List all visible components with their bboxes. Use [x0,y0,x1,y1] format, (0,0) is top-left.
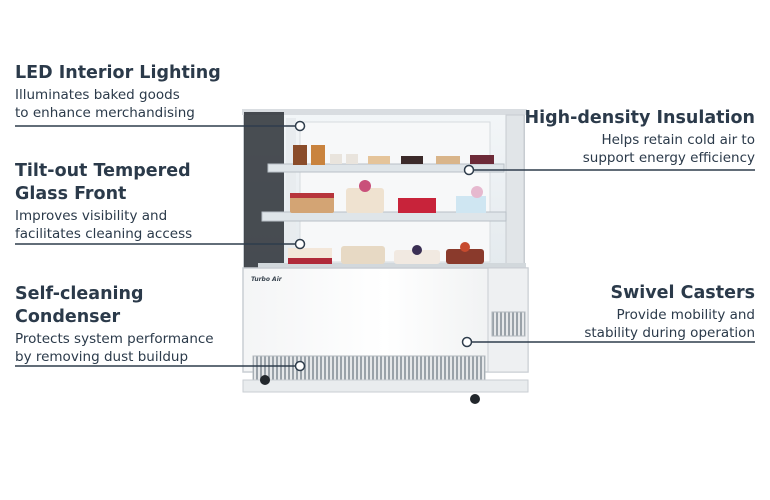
shelf-middle [261,211,507,222]
dot-glass [294,238,306,250]
callout-self-cleaning-condenser: Self-cleaning Condenser Protects system … [15,283,245,366]
callout-led-interior-lighting: LED Interior Lighting Illuminates baked … [15,62,245,122]
dot-insulation [463,164,475,176]
cakes-top-shelf [293,145,494,165]
leader-lines [15,125,755,367]
callout-description: Improves visibility and facilitates clea… [15,208,193,242]
display-case: Turbo Air [242,109,529,404]
callout-description: Protects system performance by removing … [15,331,214,365]
callout-description: Provide mobility and stability during op… [584,307,755,341]
cabinet-base [242,267,529,373]
callout-tilt-out-glass-front: Tilt-out Tempered Glass Front Improves v… [15,160,245,243]
callout-description: Illuminates baked goods to enhance merch… [15,87,195,121]
callout-description: Helps retain cold air to support energy … [582,132,755,166]
side-vent [491,311,526,337]
cakes-middle-shelf [290,180,486,213]
front-grille [252,355,486,383]
top-frame [242,109,527,115]
callout-high-density-insulation: High-density Insulation Helps retain col… [515,107,755,167]
dot-led [294,120,306,132]
bottom-trim [242,379,529,393]
cakes-bottom-shelf [288,242,484,264]
brand-logo: Turbo Air [251,276,283,283]
back-panel [299,121,491,263]
leader-dots [294,120,475,372]
callout-title: Swivel Casters [610,283,756,303]
shelf-bottom [258,263,526,269]
dot-condenser [294,360,306,372]
callout-title: Self-cleaning Condenser [15,284,144,327]
caster-right [470,394,480,404]
callout-title: Tilt-out Tempered Glass Front [15,161,191,204]
callout-swivel-casters: Swivel Casters Provide mobility and stab… [515,282,755,342]
left-frame-edge [244,112,284,268]
callout-title: High-density Insulation [524,108,755,128]
callout-title: LED Interior Lighting [15,63,221,83]
dot-casters [461,336,473,348]
caster-left [260,375,270,385]
